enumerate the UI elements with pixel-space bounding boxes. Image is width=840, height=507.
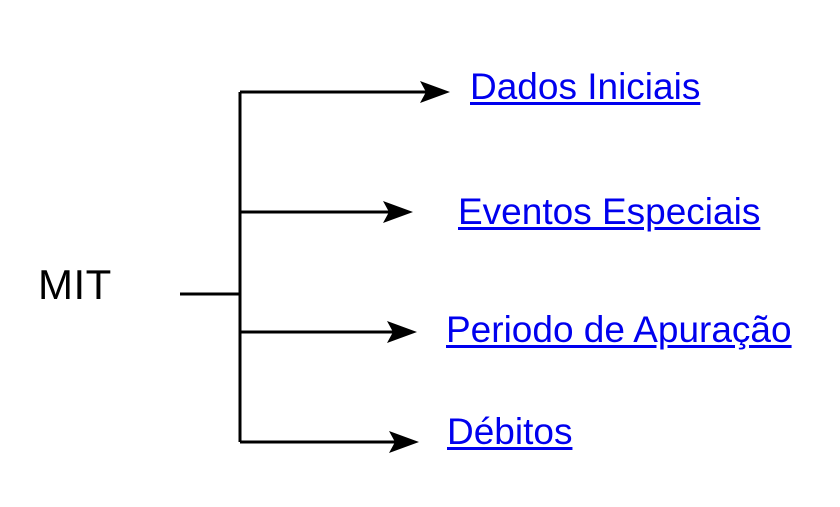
link-debitos[interactable]: Débitos	[447, 411, 573, 452]
arrowhead-icon	[383, 201, 413, 223]
arrowhead-icon	[387, 321, 417, 343]
root-node-label: MIT	[38, 261, 112, 308]
link-periodo-de-apuracao[interactable]: Periodo de Apuração	[446, 309, 792, 350]
link-dados-iniciais[interactable]: Dados Iniciais	[470, 66, 701, 107]
link-eventos-especiais[interactable]: Eventos Especiais	[458, 191, 761, 232]
arrowhead-icon	[420, 81, 450, 103]
arrowhead-icon	[389, 431, 419, 453]
